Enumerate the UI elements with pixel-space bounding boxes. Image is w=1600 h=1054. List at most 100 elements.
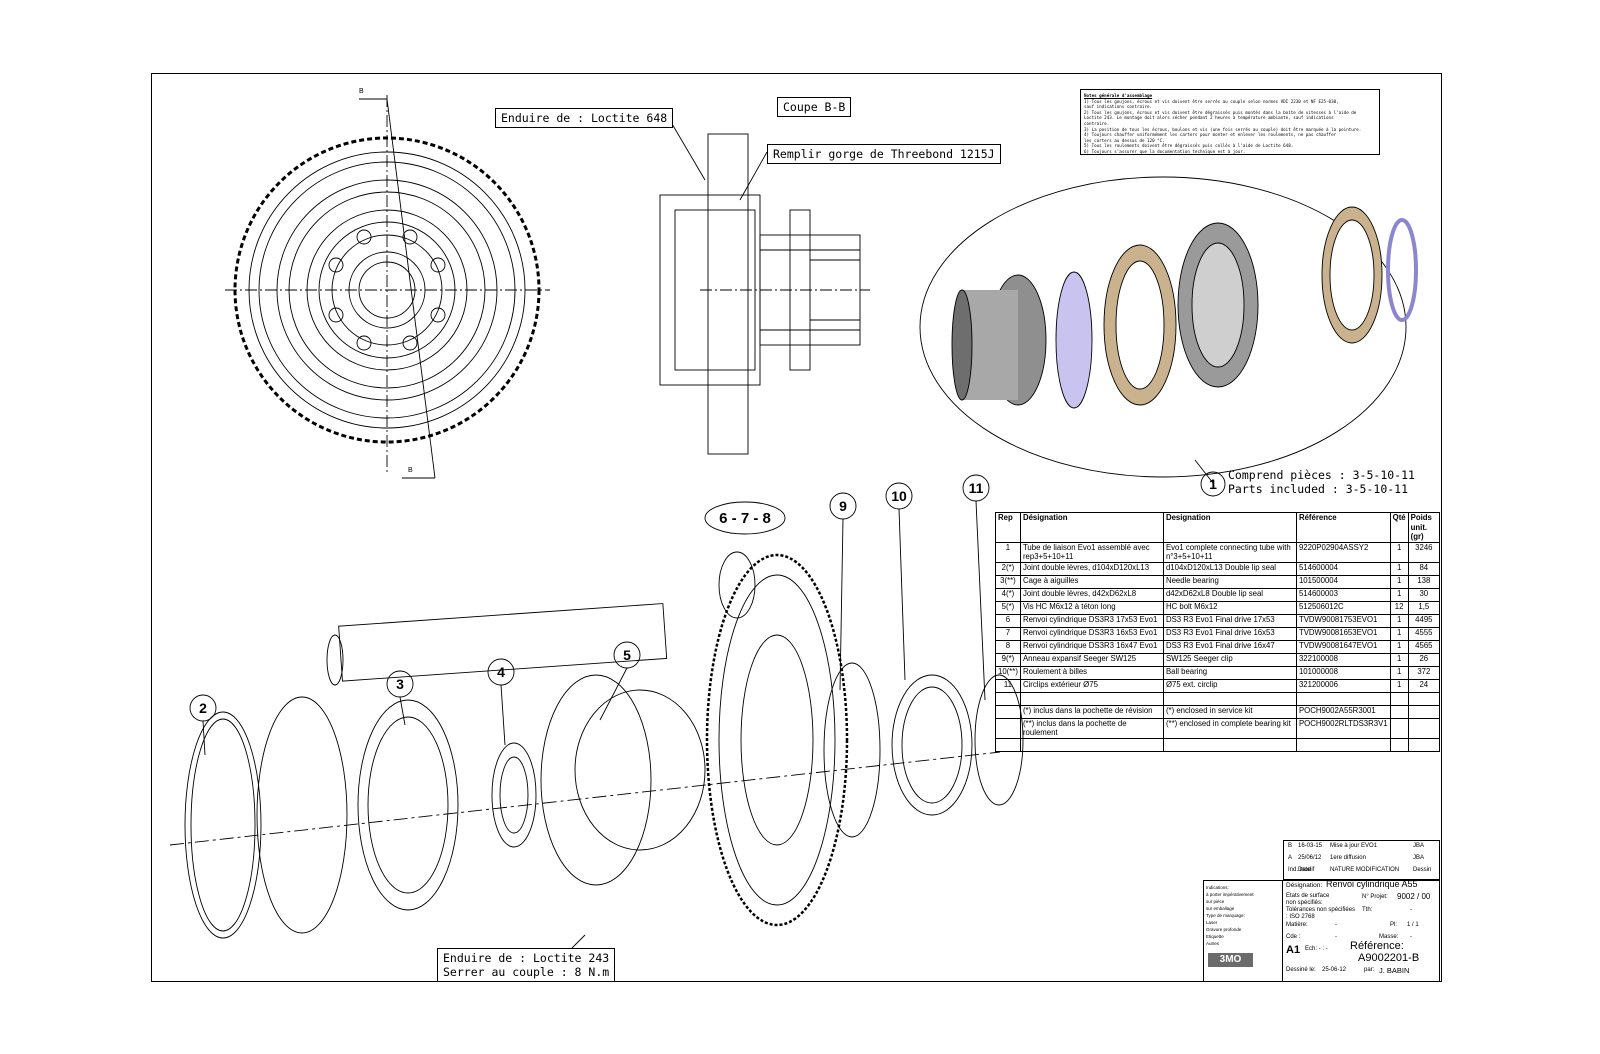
drawn-date-label: Dessiné le:	[1286, 967, 1316, 973]
table-cell: 7	[995, 626, 1021, 641]
table-cell	[995, 717, 1021, 739]
table-cell: 2(*)	[995, 561, 1021, 576]
balloon-11: 11	[968, 480, 984, 496]
table-cell: 1	[1389, 561, 1409, 576]
table-cell: 9(*)	[995, 652, 1021, 667]
table-cell: 322100008	[1295, 652, 1391, 667]
table-cell: 30	[1407, 587, 1441, 602]
table-cell: POCH9002RLTDS3R3V1	[1295, 717, 1391, 739]
table-cell: 321200006	[1295, 678, 1391, 693]
table-cell: Renvoi cylindrique DS3R3 16x47 Evo1	[1019, 639, 1164, 654]
table-cell: (*) inclus dans la pochette de révision	[1019, 704, 1164, 719]
marking-line: sur pièce	[1206, 899, 1225, 904]
parts-table-header: Rep Désignation Designation Référence Qt…	[995, 512, 1441, 543]
notes-line: contraire.	[1084, 120, 1110, 126]
revision-cell: 25/06/12	[1298, 855, 1322, 861]
table-cell: Renvoi cylindrique DS3R3 17x53 Evo1	[1019, 613, 1164, 628]
revision-block	[1283, 840, 1440, 880]
balloon-5: 5	[623, 647, 631, 663]
notes-line: 1) Tous les goujons, écrous et vis doive…	[1084, 98, 1339, 104]
table-cell	[995, 704, 1021, 719]
sheet-value: 1 / 1	[1407, 922, 1419, 928]
table-cell: 4(*)	[995, 587, 1021, 602]
table-cell: TVDW90081753EVO1	[1295, 613, 1391, 628]
project-value: 9002 / 00	[1397, 892, 1431, 901]
table-cell: 1	[1389, 613, 1409, 628]
table-cell	[1407, 717, 1441, 739]
table-cell: 24	[1407, 678, 1441, 693]
table-cell: (**) inclus dans la pochette de roulemen…	[1019, 717, 1164, 739]
table-cell: TVDW90081653EVO1	[1295, 626, 1391, 641]
table-cell	[1407, 737, 1441, 752]
matiere-value: -	[1335, 922, 1337, 928]
table-cell: 4565	[1407, 639, 1441, 654]
table-cell	[1389, 704, 1409, 719]
table-cell: Cage à aiguilles	[1019, 574, 1164, 589]
balloon-9: 9	[839, 498, 847, 514]
table-cell: Renvoi cylindrique DS3R3 16x53 Evo1	[1019, 626, 1164, 641]
table-cell: (**) enclosed in complete bearing kit	[1162, 717, 1297, 739]
table-cell: POCH9002A55R3001	[1295, 704, 1391, 719]
revision-cell: NATURE MODIFICATION	[1330, 867, 1400, 873]
table-cell: 372	[1407, 665, 1441, 680]
revision-cell: 16-03-15	[1298, 843, 1323, 849]
notes-line: 4) Toujours chauffer uniformément les ca…	[1084, 132, 1337, 138]
balloon-1-label: 1	[1209, 476, 1217, 492]
table-cell: d104xD120xL13 Double lip seal	[1162, 561, 1297, 576]
notes-line: 5) Tous les roulements doivent être dégr…	[1084, 143, 1294, 149]
col-weight: Poids unit.(gr)	[1407, 512, 1441, 543]
revision-cell: Ind. modif	[1288, 867, 1315, 873]
iso-parts	[951, 206, 1418, 409]
loctite-243-callout: Enduire de : Loctite 243 Serrer au coupl…	[437, 948, 616, 982]
table-cell	[1389, 691, 1409, 706]
table-cell: 11	[995, 678, 1021, 693]
table-cell: Ø75 ext. circlip	[1162, 678, 1297, 693]
section-mark-top: B	[359, 88, 364, 95]
assembly-notes: Notes générale d'assemblage 1) Tous les …	[1080, 89, 1380, 155]
table-cell: 514600004	[1295, 561, 1391, 576]
table-cell: 138	[1407, 574, 1441, 589]
table-cell: Roulement à billes	[1019, 665, 1164, 680]
table-cell	[1389, 737, 1409, 752]
table-cell: d42xD62xL8 Double lip seal	[1162, 587, 1297, 602]
designation-value: Renvoi cylindrique A55	[1326, 879, 1418, 889]
assembly-ellipse	[919, 176, 1407, 478]
table-cell: 5(*)	[995, 600, 1021, 615]
surface-state: Etats de surface non spécifiés:	[1286, 893, 1330, 906]
drawing-frame	[151, 73, 1442, 982]
scale: Ech: - : -	[1305, 946, 1328, 952]
table-cell: SW125 Seeger clip	[1162, 652, 1297, 667]
table-cell: Needle bearing	[1162, 574, 1297, 589]
table-cell: 512506012C	[1295, 600, 1391, 615]
company-logo: 3MO	[1208, 953, 1253, 967]
cde-label: Cde :	[1286, 934, 1301, 940]
tth-label: Tth:	[1362, 907, 1373, 913]
section-view	[659, 133, 870, 455]
table-cell	[1162, 691, 1297, 706]
table-cell: 84	[1407, 561, 1441, 576]
loctite-243-line1: Enduire de : Loctite 243	[443, 951, 610, 965]
table-cell: Evo1 complete connecting tube with n°3+5…	[1162, 541, 1297, 563]
table-cell: 514600003	[1295, 587, 1391, 602]
table-cell: DS3 R3 Evo1 Final drive 16x53	[1162, 626, 1297, 641]
table-cell: Vis HC M6x12 à téton long	[1019, 600, 1164, 615]
marking-line: à porter impérativement	[1206, 892, 1254, 897]
revision-cell: Date	[1298, 867, 1311, 873]
table-cell: HC bolt M6x12	[1162, 600, 1297, 615]
marking-line: Indications:	[1206, 885, 1229, 890]
table-cell: Circlips extérieur Ø75	[1019, 678, 1164, 693]
table-cell	[995, 737, 1021, 752]
loctite-648-callout: Enduire de : Loctite 648	[495, 108, 674, 128]
table-cell: 6	[995, 613, 1021, 628]
table-cell: 1,5	[1407, 600, 1441, 615]
table-cell: 4555	[1407, 626, 1441, 641]
table-cell	[1389, 717, 1409, 739]
table-cell	[1407, 691, 1441, 706]
